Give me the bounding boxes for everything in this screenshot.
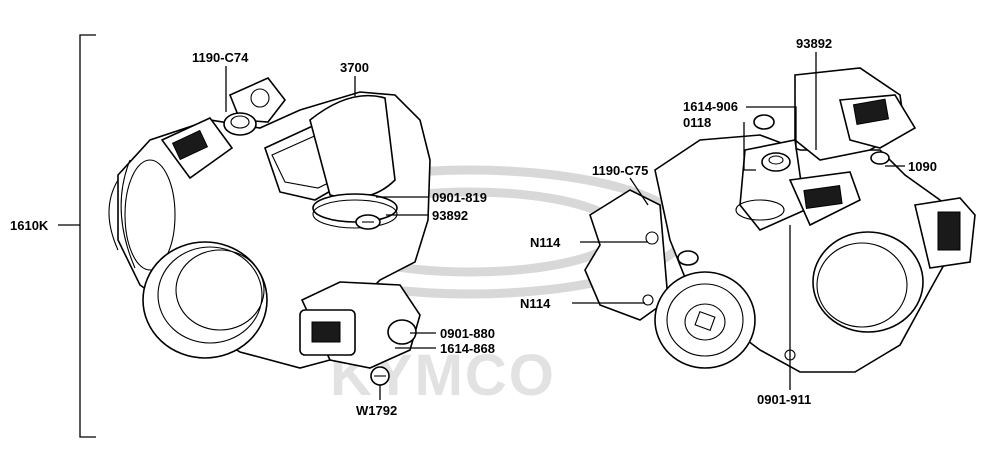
label-0901-911: 0901-911 <box>757 392 811 407</box>
left-throttle-body <box>108 77 431 386</box>
assembly-bracket <box>58 34 96 438</box>
label-1614-868: 1614-868 <box>440 341 495 356</box>
right-throttle-body <box>584 67 976 373</box>
left-leaders <box>225 66 436 400</box>
label-1190-c74: 1190-C74 <box>192 50 249 65</box>
label-1614-906: 1614-906 <box>683 99 738 114</box>
label-w1792: W1792 <box>356 403 397 418</box>
label-93892-left: 93892 <box>432 208 468 223</box>
label-1610k: 1610K <box>10 218 49 233</box>
label-0901-880: 0901-880 <box>440 326 495 341</box>
labels: 1610K 1190-C74 3700 0901-819 93892 0901-… <box>10 36 937 418</box>
label-3700: 3700 <box>340 60 369 75</box>
label-n114-upper: N114 <box>530 235 561 250</box>
label-1190-c75: 1190-C75 <box>592 163 648 178</box>
label-0901-819: 0901-819 <box>432 190 487 205</box>
label-n114-lower: N114 <box>520 296 551 311</box>
label-93892-right: 93892 <box>796 36 832 51</box>
label-1090: 1090 <box>908 159 937 174</box>
kymco-watermark: KYMCO <box>250 165 690 408</box>
right-leaders <box>572 52 905 390</box>
label-0118: 0118 <box>683 115 711 130</box>
